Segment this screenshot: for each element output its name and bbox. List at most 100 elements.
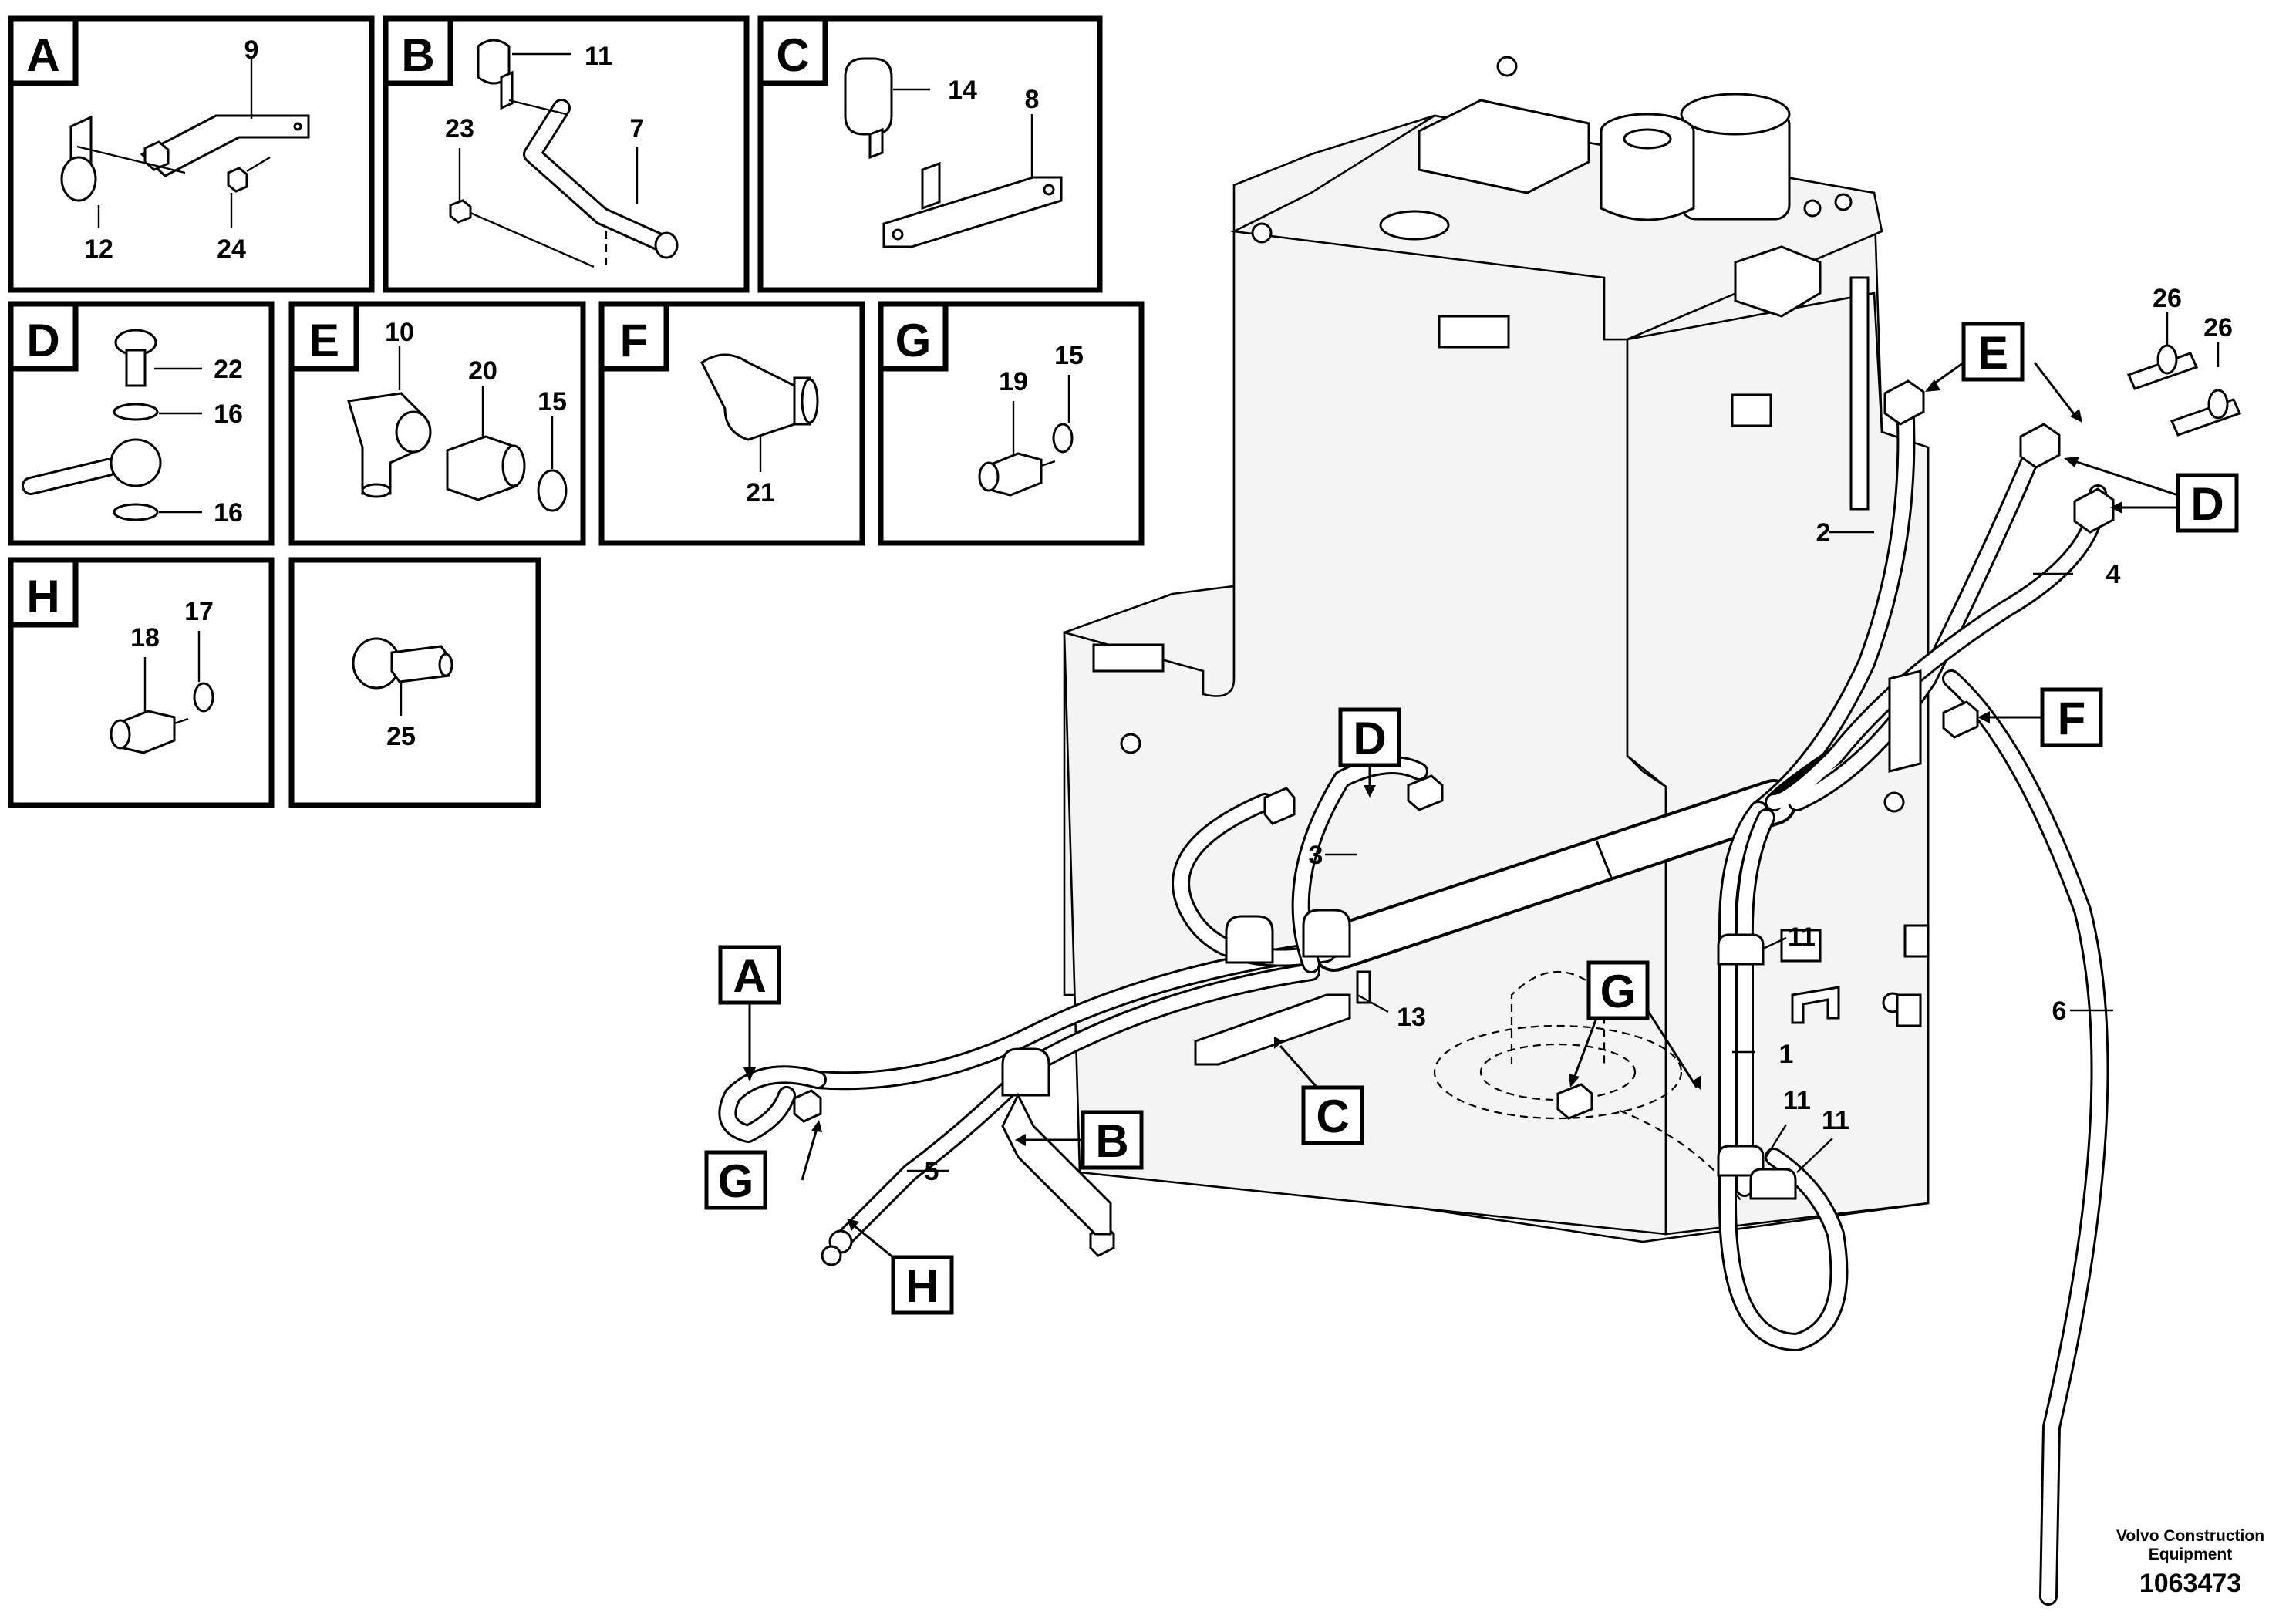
label-16-top: 16	[214, 400, 243, 429]
fitting-d-end	[1407, 774, 1444, 811]
figure-id: 1063473	[2139, 1569, 2241, 1598]
fitting-d-left	[1263, 787, 1296, 825]
label-24: 24	[217, 234, 246, 264]
bracket-part-8	[882, 161, 1063, 248]
callout-e: E	[1961, 322, 2025, 382]
label-5: 5	[925, 1157, 939, 1186]
callout-g-right-text: G	[1600, 966, 1637, 1017]
detail-panel-h: H 18 17	[8, 557, 275, 808]
detail-panel-25: 25	[288, 557, 541, 808]
callout-c: C	[1301, 1085, 1364, 1145]
callout-d-left: D	[1338, 707, 1401, 767]
label-16-bottom: 16	[214, 498, 243, 528]
banjo-fitting	[22, 438, 162, 495]
company-name-line2: Equipment	[2149, 1546, 2233, 1563]
fitting-e-left	[1883, 379, 1925, 426]
nipple-part-19	[978, 452, 1056, 497]
label-18: 18	[130, 623, 160, 653]
nipple-part-18	[110, 710, 189, 754]
detail-panel-b: B 11 23 7	[383, 15, 750, 293]
detail-panel-a: A 9 12 24	[8, 15, 375, 293]
detail-panel-f: F 21	[598, 301, 865, 546]
detail-panel-e: E 10 20 15	[288, 301, 586, 546]
label-10: 10	[385, 318, 414, 347]
label-15-e: 15	[538, 387, 567, 416]
panel-letter-e: E	[308, 315, 339, 366]
tank-port	[1379, 210, 1450, 241]
clamp-part-11	[477, 39, 514, 110]
callout-e-text: E	[1977, 327, 2008, 379]
elbow-fitting-part-10	[347, 392, 432, 498]
plug-part-21	[700, 353, 819, 441]
callout-a: A	[718, 945, 781, 1005]
fitting-g-left	[793, 1089, 822, 1123]
panel-letter-a: A	[26, 29, 59, 81]
label-14: 14	[948, 76, 977, 105]
label-17: 17	[184, 597, 214, 626]
label-19: 19	[999, 367, 1028, 396]
adapter-part-20	[446, 435, 526, 501]
label-1: 1	[1779, 1040, 1794, 1069]
o-ring-part-15-e	[537, 469, 568, 512]
callout-f: F	[2040, 687, 2103, 747]
label-26-left: 26	[2153, 284, 2182, 313]
label-11-b: 11	[585, 42, 612, 71]
label-11-right: 11	[1822, 1106, 1849, 1135]
callout-d-right: D	[2176, 473, 2239, 533]
panel-letter-h: H	[26, 571, 59, 622]
label-2: 2	[1816, 518, 1831, 548]
callout-g-left-text: G	[718, 1155, 754, 1207]
pipe-part-7	[523, 99, 679, 259]
washer-part-16-top	[113, 403, 159, 421]
detail-panel-c: C 14 8	[757, 15, 1103, 293]
label-9: 9	[244, 35, 259, 65]
callout-h-text: H	[905, 1260, 939, 1312]
callout-g-left: G	[704, 1150, 767, 1210]
label-20: 20	[468, 356, 497, 386]
bolt-head-26-right	[2207, 389, 2229, 420]
label-26-right: 26	[2203, 313, 2233, 342]
company-name-line1: Volvo Construction	[2116, 1527, 2264, 1545]
fitting-d-right	[2073, 487, 2115, 534]
hose-assembly	[718, 392, 2109, 1606]
o-ring-part-17	[193, 682, 214, 713]
label-4: 4	[2106, 560, 2121, 589]
callout-a-text: A	[733, 950, 766, 1002]
bracket-part-9	[60, 114, 310, 202]
label-7: 7	[630, 114, 645, 143]
label-15-g: 15	[1054, 341, 1084, 370]
label-11-top: 11	[1788, 922, 1816, 952]
leader-lines	[743, 312, 2220, 1273]
callout-d-right-text: D	[2190, 478, 2224, 530]
o-ring-part-15-g	[1052, 423, 1074, 454]
panel-letter-f: F	[620, 315, 649, 366]
label-25: 25	[386, 722, 416, 751]
callout-f-text: F	[2058, 693, 2086, 744]
label-12: 12	[84, 234, 113, 264]
label-21: 21	[746, 478, 775, 508]
label-8: 8	[1025, 85, 1040, 114]
banjo-bolt-part-22	[114, 329, 157, 387]
callout-b-text: B	[1095, 1115, 1128, 1167]
hydraulic-tank	[1063, 56, 1930, 1243]
bolt-part-25	[352, 637, 453, 690]
panel-letter-d: D	[26, 315, 59, 366]
label-11-mid: 11	[1783, 1086, 1811, 1115]
panel-letter-c: C	[776, 29, 809, 81]
tank-cover-plate	[1418, 99, 1590, 194]
label-13: 13	[1397, 1003, 1426, 1032]
fitting-f	[1942, 700, 1979, 739]
detail-panel-g: G 19 15	[878, 301, 1145, 546]
fitting-g-right	[1556, 1083, 1593, 1120]
label-22: 22	[214, 355, 243, 384]
detail-panel-d: D 22 16 16	[8, 301, 275, 546]
label-6: 6	[2052, 996, 2067, 1026]
clamps	[1001, 669, 1922, 1236]
fitting-e-right	[2019, 423, 2061, 469]
label-23: 23	[445, 114, 474, 143]
bolt-head-26-left	[2156, 344, 2178, 375]
callout-d-left-text: D	[1353, 713, 1386, 764]
panel-letter-b: B	[401, 29, 434, 81]
washer-part-16-bottom	[113, 503, 159, 521]
